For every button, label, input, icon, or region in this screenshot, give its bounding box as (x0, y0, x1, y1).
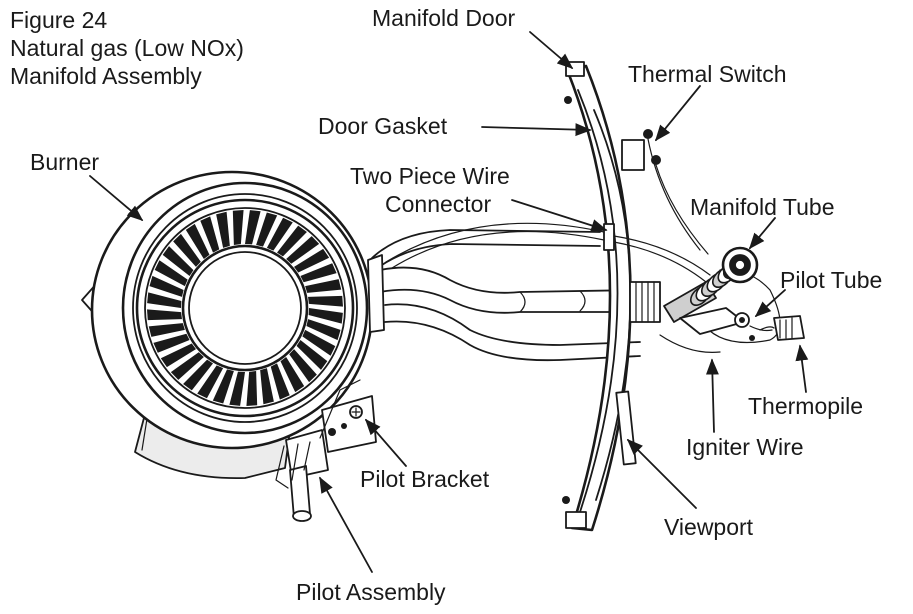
burner-port-slot (308, 295, 343, 307)
pilot-bracket-drawing (321, 395, 377, 453)
burner-port-slot (280, 357, 305, 393)
label-door-gasket: Door Gasket (318, 113, 448, 139)
leader-manifold-door (529, 31, 574, 70)
burner-port-slot (305, 279, 342, 293)
leader-manifold-tube (748, 217, 776, 250)
leader-burner (89, 175, 144, 222)
label-manifold-door: Manifold Door (372, 5, 516, 31)
figure-number: Figure 24 (10, 7, 107, 33)
burner-port-slot (153, 333, 190, 353)
burner-port-slot (160, 343, 196, 368)
label-burner: Burner (30, 149, 99, 175)
burner-port-slot (148, 323, 185, 337)
burner-port-slot (149, 275, 184, 297)
burner-port-slot (246, 371, 258, 406)
manifold-tubes-drawing (367, 229, 641, 362)
burner-port-slot (306, 319, 341, 341)
thermal-switch-drawing (621, 129, 709, 255)
leader-two-piece-wire (511, 199, 608, 232)
burner-port-slot (147, 292, 182, 308)
figure-title-line1: Natural gas (Low NOx) (10, 35, 244, 61)
leader-viewport (626, 438, 697, 509)
burner-ports (147, 210, 343, 406)
label-manifold-tube: Manifold Tube (690, 194, 834, 220)
label-pilot-bracket: Pilot Bracket (360, 466, 490, 492)
manifold-tube-coil-drawing (663, 246, 759, 323)
label-two-piece-wire-line1: Two Piece Wire (350, 163, 510, 189)
label-pilot-assembly: Pilot Assembly (296, 579, 446, 605)
burner-port-slot (289, 349, 317, 383)
leader-pilot-bracket (364, 418, 407, 467)
burner-drawing (81, 170, 374, 480)
burner-port-slot (200, 216, 220, 253)
label-igniter-wire: Igniter Wire (686, 434, 804, 460)
burner-port-slot (183, 359, 213, 391)
leader-door-gasket (481, 123, 592, 137)
label-pilot-tube: Pilot Tube (780, 267, 882, 293)
leader-thermopile (795, 344, 809, 393)
burner-port-slot (197, 365, 224, 399)
pilot-assembly-drawing (275, 379, 361, 522)
burner-port-slot (277, 225, 307, 257)
burner-port-slot (147, 309, 182, 321)
label-viewport: Viewport (664, 514, 754, 540)
leader-lines (89, 31, 809, 573)
burner-port-slot (266, 217, 293, 251)
burner-port-slot (212, 369, 234, 404)
thermopile-drawing (759, 315, 805, 341)
burner-port-slot (286, 236, 320, 264)
burner-port-slot (232, 210, 244, 245)
burner-port-slot (256, 212, 278, 247)
burner-port-slot (296, 340, 328, 370)
pilot-tube-drawing (679, 307, 773, 341)
burner-port-slot (308, 308, 343, 324)
burner-port-slot (216, 211, 230, 248)
figure-title-line2: Manifold Assembly (10, 63, 202, 89)
burner-port-slot (270, 363, 290, 400)
manifold-door-drawing (562, 61, 661, 532)
label-thermal-switch: Thermal Switch (628, 61, 786, 87)
burner-port-slot (162, 246, 194, 276)
burner-port-slot (294, 248, 330, 273)
burner-port-slot (170, 352, 204, 380)
burner-port-slot (245, 210, 261, 245)
leader-igniter-wire (705, 358, 719, 433)
burner-port-slot (300, 263, 337, 283)
leader-pilot-tube (754, 289, 786, 318)
burner-port-slot (229, 371, 245, 406)
leader-thermal-switch (654, 85, 701, 142)
label-thermopile: Thermopile (748, 393, 863, 419)
burner-port-slot (302, 329, 336, 356)
burner-port-slot (173, 233, 201, 267)
burner-port-slot (185, 223, 210, 259)
burner-port-slot (154, 260, 188, 287)
label-two-piece-wire-line2: Connector (385, 191, 491, 217)
burner-port-slot (260, 368, 274, 405)
leader-pilot-assembly (319, 476, 373, 573)
